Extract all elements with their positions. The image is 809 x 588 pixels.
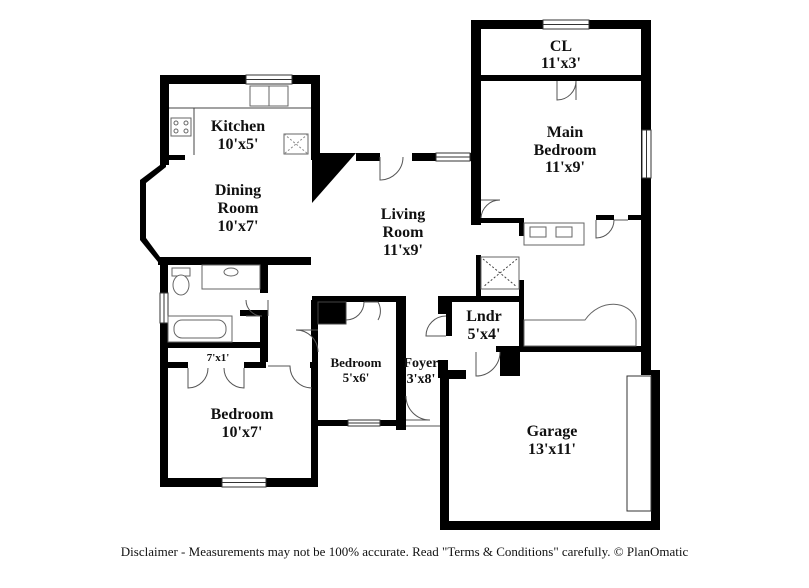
cl-dims: 11'x3' <box>541 55 581 72</box>
fixtures <box>167 85 637 347</box>
small-bedroom-name: Bedroom <box>330 355 381 370</box>
doors <box>187 80 628 427</box>
lndr-dims: 5'x4' <box>468 326 501 343</box>
walls <box>140 20 660 530</box>
living-name-line2: Room <box>383 224 425 241</box>
bedroom-dims: 10'x7' <box>222 424 263 441</box>
dining-dims: 10'x7' <box>218 218 259 235</box>
main-bedroom-name-line2: Bedroom <box>534 142 597 159</box>
kitchen-name: Kitchen <box>211 118 265 135</box>
windows <box>159 19 652 512</box>
bedroom-name: Bedroom <box>211 406 274 423</box>
dining-name-line1: Dining <box>215 182 261 199</box>
foyer-dims: 3'x8' <box>407 372 436 387</box>
lndr-name: Lndr <box>466 308 502 325</box>
closet-dims: 7'x1' <box>207 352 230 364</box>
cl-name: CL <box>550 38 572 55</box>
room-labels: CL 11'x3' Main Bedroom 11'x9' Kitchen 10… <box>207 38 597 458</box>
living-name-line1: Living <box>381 206 425 223</box>
fireplace-label: FP <box>335 182 347 193</box>
garage-dims: 13'x11' <box>528 441 576 458</box>
main-bedroom-name-line1: Main <box>547 124 584 141</box>
main-bedroom-dims: 11'x9' <box>545 159 585 176</box>
kitchen-dims: 10'x5' <box>218 136 259 153</box>
foyer-name: Foyer <box>404 356 439 371</box>
disclaimer-text: Disclaimer - Measurements may not be 100… <box>120 544 689 559</box>
small-bedroom-dims: 5'x6' <box>343 370 370 385</box>
living-dims: 11'x9' <box>383 242 423 259</box>
dining-name-line2: Room <box>218 200 260 217</box>
garage-name: Garage <box>527 423 578 440</box>
